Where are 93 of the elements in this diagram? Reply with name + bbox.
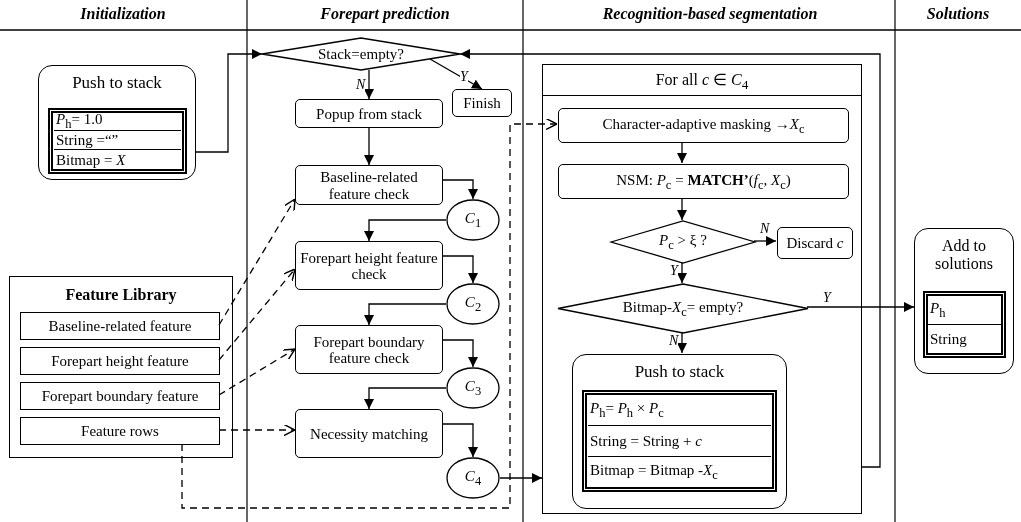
box-text: P$_{c}$ > ξ ? xyxy=(658,231,708,253)
decision-diamond xyxy=(558,284,808,333)
edge-label: N xyxy=(356,78,366,92)
box-text: Finish xyxy=(462,94,502,112)
process-box xyxy=(572,354,787,509)
box-text: C$_{1}$ xyxy=(463,209,483,231)
arrow xyxy=(753,236,777,246)
process-box xyxy=(295,241,443,290)
table-cell-text: P$_{h}$ xyxy=(929,299,946,321)
candidate-ellipse xyxy=(446,367,500,409)
arrow xyxy=(677,197,687,221)
box-text: Forepart height feature check xyxy=(299,249,439,282)
box-text: Necessity matching xyxy=(309,425,429,442)
candidate-ellipse xyxy=(446,199,500,241)
box-text: C$_{3}$ xyxy=(463,377,483,399)
arrow xyxy=(218,268,296,361)
table-cell-text: String =“” xyxy=(55,131,119,149)
edge-label: Y xyxy=(670,264,678,278)
table-cell-text: Bitmap = Bitmap -X$_{c}$ xyxy=(589,461,718,483)
arrow xyxy=(181,117,558,509)
arrow xyxy=(442,423,478,458)
table-row xyxy=(54,112,181,131)
box-text: C$_{4}$ xyxy=(463,467,483,489)
box-heading: Feature Library xyxy=(64,286,178,304)
feature-box xyxy=(20,312,220,340)
box-text: Feature rows xyxy=(80,422,160,440)
box-text: Discard c xyxy=(785,234,845,252)
arrow xyxy=(195,49,263,153)
box-text: Baseline-related feature xyxy=(47,317,193,335)
decision-diamond xyxy=(611,221,755,263)
arrow xyxy=(218,198,296,326)
box-heading: Add to solutions xyxy=(934,237,994,273)
box-text: Popup from stack xyxy=(315,105,423,122)
arrow xyxy=(442,255,478,284)
process-box xyxy=(295,325,443,374)
box-text: Forepart boundary feature check xyxy=(312,333,426,366)
process-box xyxy=(295,165,443,205)
feature-box xyxy=(9,276,233,458)
box-heading: Push to stack xyxy=(71,74,163,93)
box-heading: For all c ∈ C$_{4}$ xyxy=(543,65,861,96)
column-header: Forepart prediction xyxy=(320,5,450,23)
column-header: Initialization xyxy=(80,5,166,23)
decision-diamond xyxy=(262,38,460,70)
box-text: Forepart height feature xyxy=(50,352,190,370)
arrow xyxy=(218,348,296,396)
box-text: Character-adaptive masking →X$_{c}$ xyxy=(601,115,806,136)
table-cell-text: Bitmap = X xyxy=(55,151,126,168)
arrow xyxy=(442,339,478,368)
process-box xyxy=(452,89,512,117)
arrow xyxy=(442,179,478,200)
box-text: Baseline-related feature check xyxy=(319,168,419,202)
arrow xyxy=(364,303,447,326)
edge-label: Y xyxy=(823,291,831,305)
loop-box xyxy=(542,64,862,514)
table-cell-text: P$_{h}$= 1.0 xyxy=(55,110,103,132)
column-header: Solutions xyxy=(926,5,990,23)
box-text: C$_{2}$ xyxy=(463,293,483,315)
box-heading: Push to stack xyxy=(633,363,726,382)
box-text: NSM: P$_{c}$ = MATCH’(f$_{c}$, X$_{c}$) xyxy=(615,171,792,192)
arrow xyxy=(364,219,447,242)
arrow xyxy=(364,387,447,410)
feature-box xyxy=(20,347,220,375)
table-cell-text: String = String + c xyxy=(589,432,702,450)
box-text: Forepart boundary feature xyxy=(40,387,200,405)
column-header: Recognition-based segmentation xyxy=(602,5,818,23)
table-cell-text: P$_{h}$= P$_{h}$ × P$_{c}$ xyxy=(589,399,664,421)
arrow xyxy=(677,261,687,284)
table-cell-text: String xyxy=(929,330,967,348)
box-text: Bitmap-X$_{c}$= empty? xyxy=(621,298,745,319)
arrow xyxy=(364,127,374,166)
arrow xyxy=(218,423,296,437)
edge-label: Y xyxy=(460,70,468,84)
edge-label: N xyxy=(760,222,770,236)
arrow xyxy=(429,58,483,90)
candidate-ellipse xyxy=(446,283,500,325)
box-text: Stack=empty? xyxy=(317,45,405,63)
arrow xyxy=(677,141,687,164)
process-box xyxy=(777,227,853,259)
arrow xyxy=(806,302,915,312)
candidate-ellipse xyxy=(446,457,500,499)
feature-box xyxy=(20,417,220,445)
arrow xyxy=(677,331,687,354)
process-box xyxy=(558,164,849,199)
process-box xyxy=(295,99,443,128)
process-box xyxy=(558,108,849,143)
feature-box xyxy=(20,382,220,410)
process-box xyxy=(38,65,196,180)
arrow xyxy=(499,473,543,483)
process-box xyxy=(914,228,1014,374)
edge-label: N xyxy=(669,334,679,348)
arrow xyxy=(459,49,881,468)
arrow xyxy=(364,69,374,100)
process-box xyxy=(295,409,443,458)
